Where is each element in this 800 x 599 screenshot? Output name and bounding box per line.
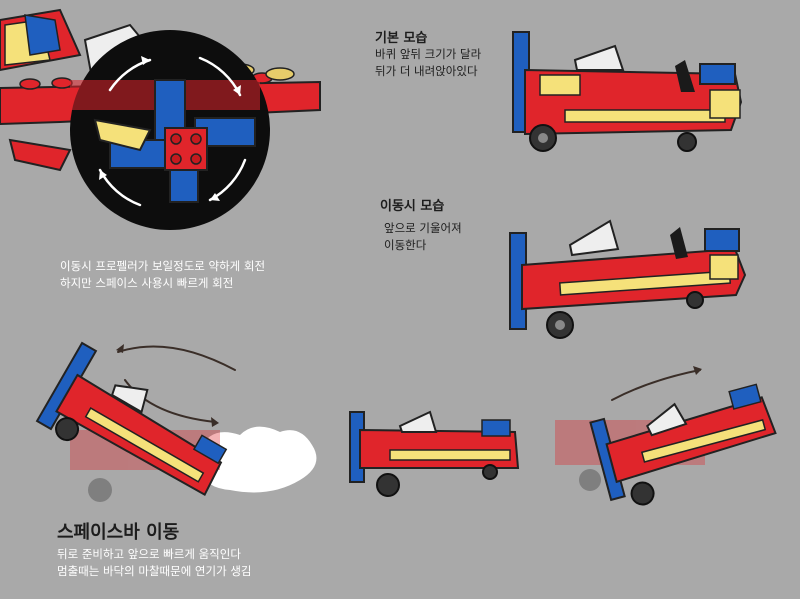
propeller-closeup-illustration bbox=[0, 8, 321, 230]
basic-desc-line-2: 뒤가 더 내려앉아있다 bbox=[375, 64, 478, 78]
moving-desc-line-1: 앞으로 기울어져 bbox=[384, 221, 462, 235]
propeller-desc-line-2: 하지만 스페이스 사용시 빠르게 회전 bbox=[60, 276, 234, 290]
moving-title: 이동시 모습 bbox=[380, 199, 445, 214]
basic-title: 기본 모습 bbox=[375, 31, 428, 46]
spacebar-sequence-illustration bbox=[35, 341, 777, 506]
spacebar-desc-line-1: 뒤로 준비하고 앞으로 빠르게 움직인다 bbox=[57, 547, 241, 561]
basic-desc-line-1: 바퀴 앞뒤 크기가 달라 bbox=[375, 47, 482, 61]
propeller-description: 이동시 프로펠러가 보일정도로 약하게 회전 하지만 스페이스 사용시 빠르게 … bbox=[60, 258, 265, 292]
plane-basic-side-illustration bbox=[512, 31, 743, 152]
basic-description: 바퀴 앞뒤 크기가 달라 뒤가 더 내려앉아있다 bbox=[375, 46, 481, 80]
propeller-desc-line-1: 이동시 프로펠러가 보일정도로 약하게 회전 bbox=[60, 259, 266, 273]
spacebar-description: 뒤로 준비하고 앞으로 빠르게 움직인다 멈출때는 바닥의 마찰때문에 연기가 … bbox=[57, 546, 251, 580]
moving-desc-line-2: 이동한다 bbox=[384, 238, 427, 252]
moving-description: 앞으로 기울어져 이동한다 bbox=[384, 220, 462, 254]
spacebar-title: 스페이스바 이동 bbox=[57, 522, 180, 543]
spacebar-desc-line-2: 멈출때는 바닥의 마찰때문에 연기가 생김 bbox=[57, 564, 252, 578]
plane-moving-illustration bbox=[509, 219, 747, 339]
